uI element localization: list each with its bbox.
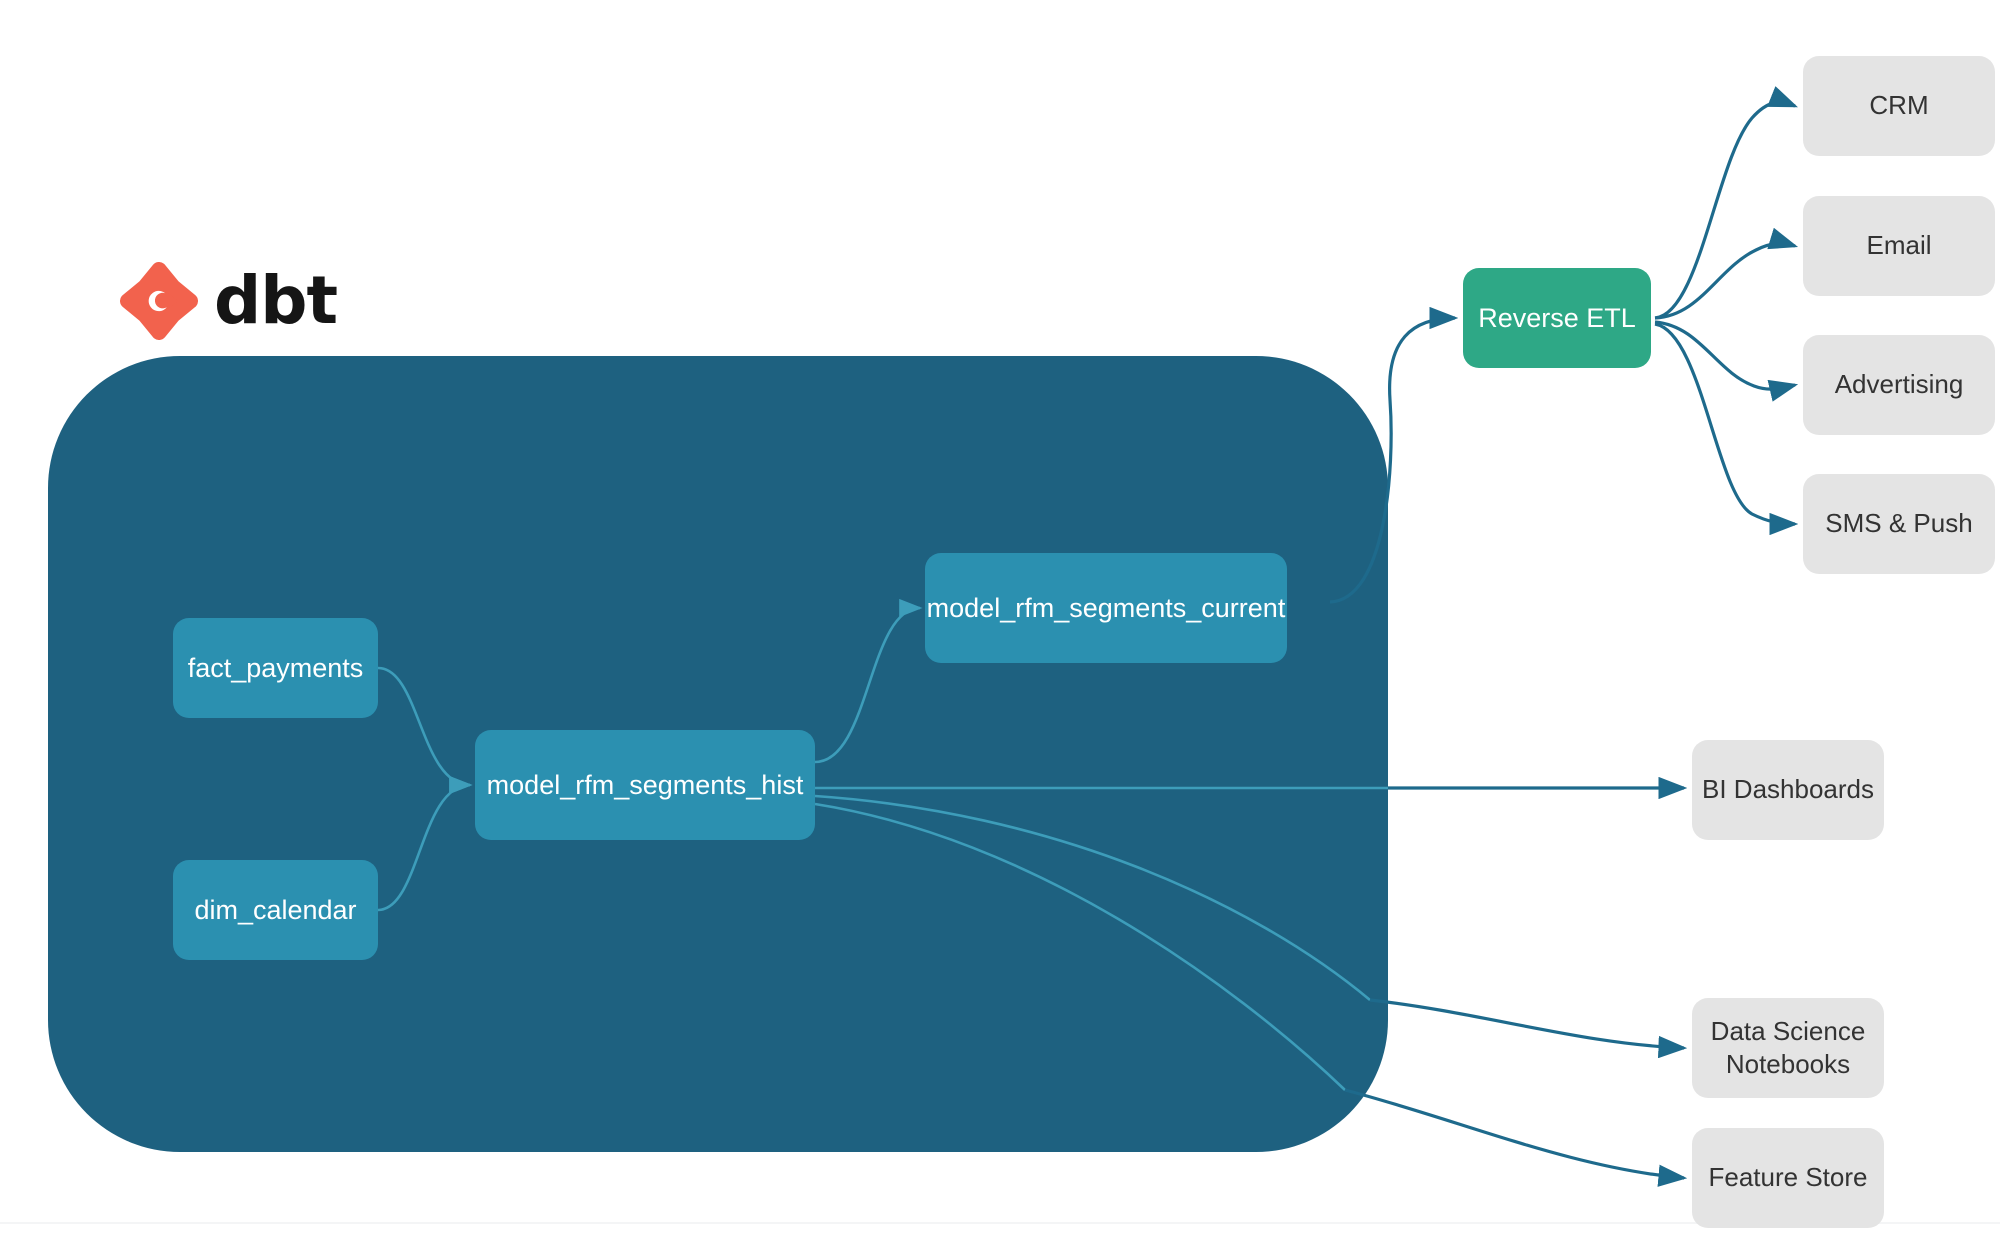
destination-label: CRM (1869, 90, 1929, 121)
model-node-fact-payments[interactable]: fact_payments (173, 618, 378, 718)
destination-label: Advertising (1834, 369, 1964, 400)
dbt-mark-icon (120, 262, 198, 340)
destination-label: BI Dashboards (1702, 774, 1874, 805)
model-node-model-rfm-segments-current[interactable]: model_rfm_segments_current (925, 553, 1287, 663)
edge-warehouse-to-feature-store (1344, 1088, 1688, 1187)
destination-node-feature-store[interactable]: Feature Store (1692, 1128, 1884, 1228)
destination-label: Data Science Notebooks (1710, 1015, 1866, 1079)
model-node-label: dim_calendar (194, 894, 357, 925)
model-node-dim-calendar[interactable]: dim_calendar (173, 860, 378, 960)
dbt-wordmark: dbt (214, 262, 338, 339)
edge-reverse-etl-to-advertising (1654, 320, 1799, 402)
reverse-etl-label: Reverse ETL (1478, 302, 1636, 333)
model-node-label: model_rfm_segments_current (926, 592, 1286, 623)
destination-label: SMS & Push (1825, 508, 1973, 539)
reverse-etl-node[interactable]: Reverse ETL (1463, 268, 1651, 368)
edge-warehouse-to-ds-notebooks (1369, 998, 1688, 1059)
destination-label: Feature Store (1708, 1162, 1868, 1193)
destination-node-email[interactable]: Email (1803, 196, 1995, 296)
edge-reverse-etl-to-sms-push (1654, 322, 1799, 536)
model-node-label: model_rfm_segments_hist (486, 769, 804, 800)
model-node-label: fact_payments (187, 652, 364, 683)
bottom-rule (0, 1222, 2000, 1224)
model-node-model-rfm-segments-hist[interactable]: model_rfm_segments_hist (475, 730, 815, 840)
edge-reverse-etl-to-email (1654, 227, 1799, 320)
edge-reverse-etl-to-crm (1654, 86, 1798, 320)
dbt-logo: dbt (120, 258, 340, 344)
destination-node-crm[interactable]: CRM (1803, 56, 1995, 156)
destination-node-advertising[interactable]: Advertising (1803, 335, 1995, 435)
destination-label: Email (1866, 230, 1932, 261)
destination-node-ds-notebooks[interactable]: Data Science Notebooks (1692, 998, 1884, 1098)
destination-node-sms-push[interactable]: SMS & Push (1803, 474, 1995, 574)
destination-node-bi-dashboards[interactable]: BI Dashboards (1692, 740, 1884, 840)
